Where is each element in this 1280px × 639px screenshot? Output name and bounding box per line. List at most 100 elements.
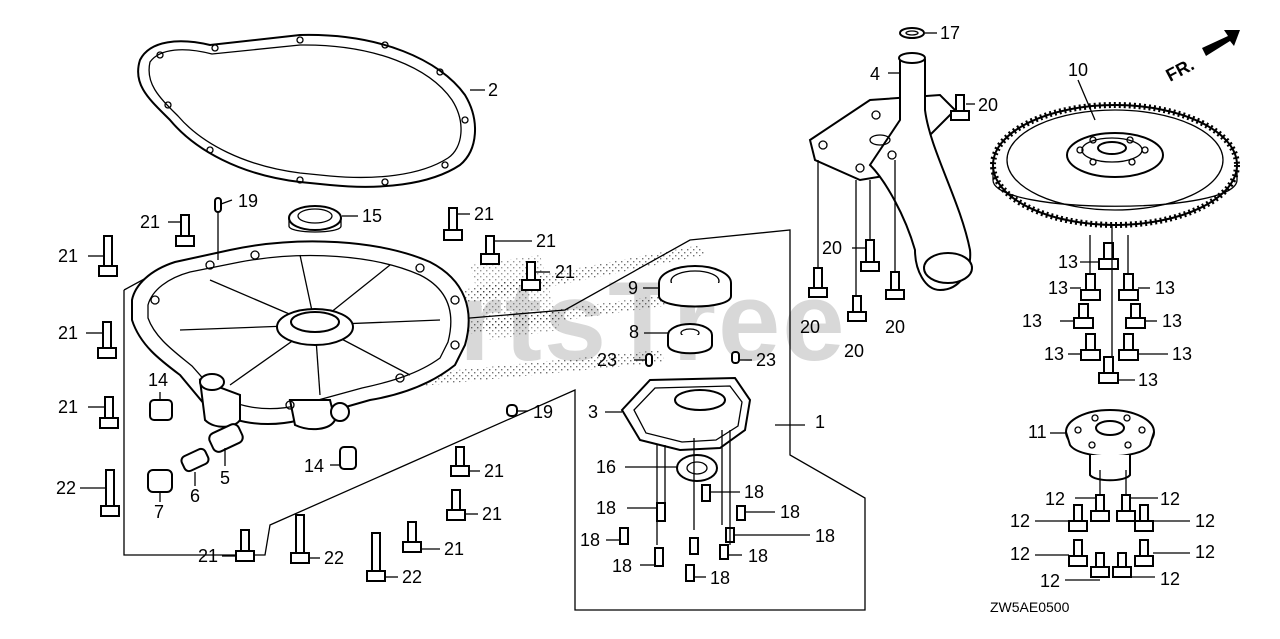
label-9: 9 bbox=[628, 278, 638, 298]
callout-labels: 1 2 3 4 5 6 7 8 9 10 11 12 12 12 12 12 1… bbox=[56, 23, 1215, 591]
screw-18-g bbox=[736, 505, 775, 521]
label-18: 18 bbox=[780, 502, 800, 522]
bolt-22-a bbox=[80, 469, 120, 517]
label-12: 12 bbox=[1010, 544, 1030, 564]
label-8: 8 bbox=[629, 322, 639, 342]
label-21: 21 bbox=[58, 246, 78, 266]
label-18: 18 bbox=[748, 546, 768, 566]
bolt-13-d bbox=[1060, 303, 1094, 329]
bolt-21-j bbox=[402, 521, 440, 553]
screw-18-a bbox=[627, 502, 666, 522]
label-5: 5 bbox=[220, 468, 230, 488]
hub-part-11[interactable] bbox=[1050, 409, 1155, 482]
label-21: 21 bbox=[474, 204, 494, 224]
label-20: 20 bbox=[822, 238, 842, 258]
oil-seal-part-15[interactable] bbox=[288, 205, 358, 233]
label-16: 16 bbox=[596, 457, 616, 477]
bolt-12-b bbox=[1116, 494, 1158, 522]
bolt-13-h bbox=[1098, 356, 1135, 384]
label-20: 20 bbox=[844, 341, 864, 361]
label-13: 13 bbox=[1048, 278, 1068, 298]
label-21: 21 bbox=[484, 461, 504, 481]
label-20: 20 bbox=[800, 317, 820, 337]
label-21: 21 bbox=[444, 539, 464, 559]
label-23: 23 bbox=[756, 350, 776, 370]
label-21: 21 bbox=[58, 323, 78, 343]
bolt-21-a bbox=[168, 214, 195, 247]
label-13: 13 bbox=[1138, 370, 1158, 390]
bolt-20-d bbox=[847, 295, 867, 322]
label-21: 21 bbox=[198, 546, 218, 566]
flywheel-part-10[interactable] bbox=[990, 79, 1240, 228]
bolt-20-a bbox=[950, 94, 975, 121]
label-23: 23 bbox=[597, 350, 617, 370]
bolt-12-g bbox=[1065, 552, 1110, 581]
bolt-13-b bbox=[1070, 273, 1101, 301]
bolt-12-c bbox=[1035, 504, 1088, 532]
plug-14-upper bbox=[149, 392, 173, 421]
label-13: 13 bbox=[1172, 344, 1192, 364]
label-12: 12 bbox=[1195, 511, 1215, 531]
bolt-13-e bbox=[1125, 303, 1157, 329]
o-ring-part-17 bbox=[899, 27, 937, 39]
spring-part-6 bbox=[180, 447, 210, 486]
bolts[interactable] bbox=[80, 207, 550, 582]
label-7: 7 bbox=[154, 502, 164, 522]
label-20: 20 bbox=[885, 317, 905, 337]
gasket-part-2[interactable] bbox=[137, 33, 485, 188]
label-12: 12 bbox=[1195, 542, 1215, 562]
bolt-21-b bbox=[88, 235, 118, 277]
label-18: 18 bbox=[580, 530, 600, 550]
oil-pickup-part-4[interactable] bbox=[808, 27, 975, 322]
label-18: 18 bbox=[744, 482, 764, 502]
label-18: 18 bbox=[710, 568, 730, 588]
label-13: 13 bbox=[1155, 278, 1175, 298]
oil-pump-group[interactable] bbox=[605, 265, 810, 582]
label-14: 14 bbox=[148, 370, 168, 390]
label-18: 18 bbox=[612, 556, 632, 576]
bolts-12[interactable] bbox=[1035, 470, 1190, 581]
bolt-12-h bbox=[1112, 552, 1155, 578]
label-18: 18 bbox=[815, 526, 835, 546]
bolt-21-g bbox=[521, 261, 550, 291]
label-13: 13 bbox=[1044, 344, 1064, 364]
bolt-22-c bbox=[366, 532, 398, 582]
label-21: 21 bbox=[555, 262, 575, 282]
label-21: 21 bbox=[536, 231, 556, 251]
label-21: 21 bbox=[140, 212, 160, 232]
label-15: 15 bbox=[362, 206, 382, 226]
bolt-21-h bbox=[450, 446, 480, 477]
bolt-21-k bbox=[222, 529, 255, 562]
label-22: 22 bbox=[402, 567, 422, 587]
bolt-21-f bbox=[480, 235, 532, 265]
dowel-pin-part-19-lower[interactable] bbox=[506, 404, 528, 417]
diagram-code: ZW5AE0500 bbox=[990, 599, 1070, 615]
bearing-part-16 bbox=[625, 454, 718, 482]
dowel-pin-part-19-upper[interactable] bbox=[214, 197, 233, 260]
label-22: 22 bbox=[324, 548, 344, 568]
label-20: 20 bbox=[978, 95, 998, 115]
pin-23-right bbox=[731, 351, 752, 364]
screw-18-e bbox=[685, 564, 706, 582]
label-18: 18 bbox=[596, 498, 616, 518]
bolt-13-g bbox=[1118, 333, 1168, 361]
bolt-12-a bbox=[1090, 494, 1110, 522]
label-13: 13 bbox=[1162, 311, 1182, 331]
bolts-13[interactable] bbox=[1060, 225, 1168, 384]
inner-rotor-part-8 bbox=[644, 323, 713, 355]
crankcase-cover[interactable] bbox=[131, 240, 470, 431]
bolt-21-d bbox=[88, 396, 119, 429]
screw-18-i bbox=[719, 544, 742, 560]
screw-18-b bbox=[606, 527, 629, 545]
label-13: 13 bbox=[1058, 252, 1078, 272]
label-19: 19 bbox=[238, 191, 258, 211]
label-12: 12 bbox=[1160, 489, 1180, 509]
bolt-12-d bbox=[1134, 504, 1190, 532]
screw-18-h bbox=[725, 527, 810, 543]
label-13: 13 bbox=[1022, 311, 1042, 331]
label-12: 12 bbox=[1045, 489, 1065, 509]
outer-rotor-part-9 bbox=[643, 265, 732, 308]
bolt-13-c bbox=[1118, 273, 1150, 301]
bolt-22-b bbox=[290, 514, 320, 564]
